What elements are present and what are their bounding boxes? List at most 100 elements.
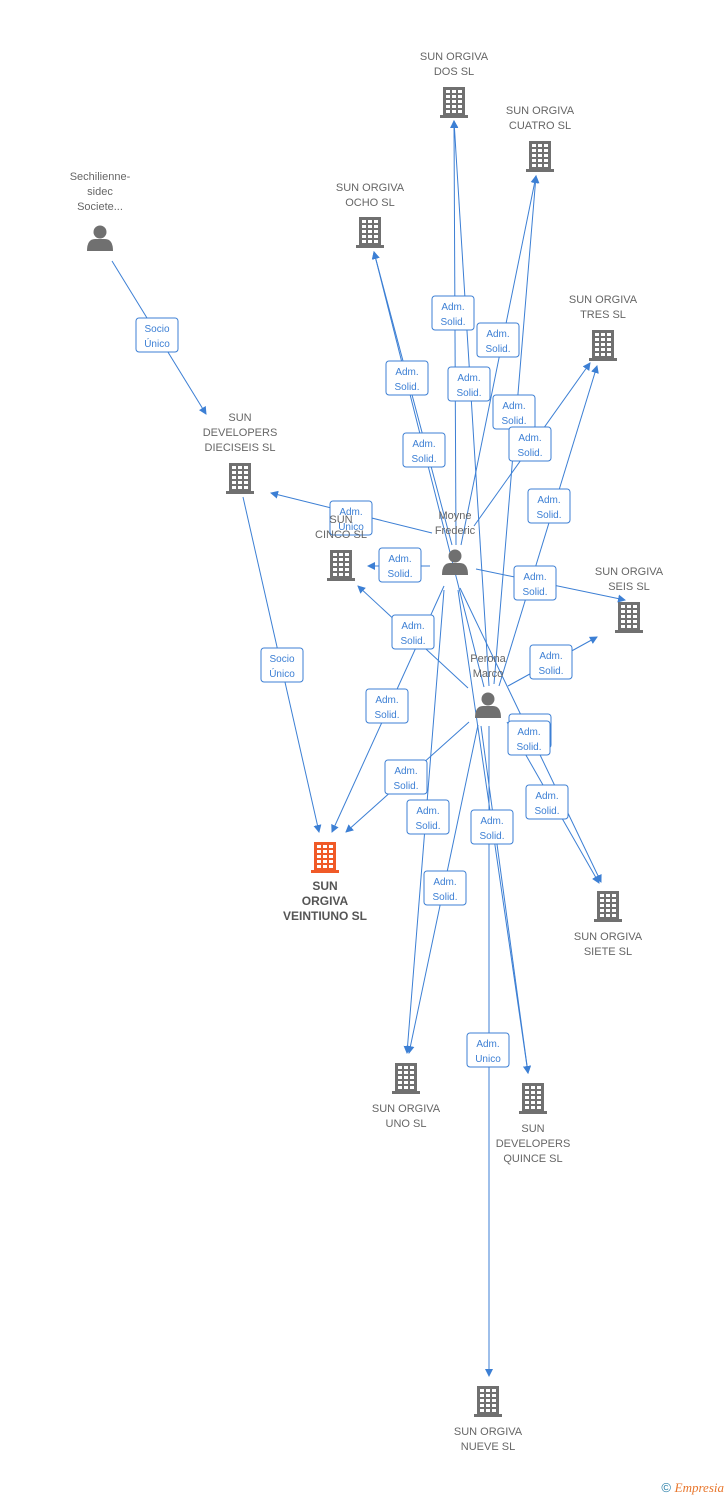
edge-label-text: Adm.: [394, 766, 417, 777]
node-label: SUN ORGIVA: [569, 294, 638, 306]
node-seis[interactable]: SUN ORGIVA SEIS SL: [595, 566, 664, 633]
edge-label-moyne-dieciseis[interactable]: Adm. Unico: [329, 500, 373, 536]
edge-label-moyne-ocho[interactable]: Adm.Solid.: [385, 360, 429, 396]
edge-label-text: Adm.: [476, 1039, 499, 1050]
edge-label-moyne-seis[interactable]: Adm.Solid.: [513, 565, 557, 601]
edge-label-text: Solid.: [374, 710, 399, 721]
node-label: DIECISEIS SL: [205, 442, 276, 454]
node-uno[interactable]: SUN ORGIVA UNO SL: [372, 1063, 441, 1130]
edge-label-perona-uno[interactable]: Adm.Solid.: [423, 870, 467, 906]
edge-perona-tres: [498, 365, 599, 687]
building-icon: [311, 842, 339, 873]
edge-label-box: [447, 366, 491, 402]
edge-label-moyne-cinco[interactable]: Adm.Solid.: [378, 547, 422, 583]
node-label: SEIS SL: [608, 581, 650, 593]
node-label: SUN ORGIVA: [574, 931, 643, 943]
node-label: Frederic: [435, 525, 476, 537]
edge-label-text: Adm.: [518, 433, 541, 444]
edge-label-box: [402, 432, 446, 468]
node-label: UNO SL: [386, 1118, 427, 1130]
building-icon: [440, 87, 468, 118]
edge-label-moyne-uno[interactable]: Adm.Solid.: [406, 799, 450, 835]
edge-label-text: Solid.: [400, 636, 425, 647]
edge-label-moyne-cuatro[interactable]: Adm.Solid.: [476, 322, 520, 358]
node-label: SUN: [228, 412, 251, 424]
edge-label-text: Adm.: [537, 495, 560, 506]
node-sechilienne[interactable]: Sechilienne-sidecSociete...: [70, 171, 131, 251]
node-label: VEINTIUNO SL: [283, 909, 367, 923]
edge-label-box: [260, 647, 304, 683]
edge-label-perona-veintiuno[interactable]: Adm. Solid.: [384, 759, 428, 795]
edge-label-moyne-veintiuno[interactable]: Adm.Solid.: [365, 688, 409, 724]
edge-label-text: Adm.: [395, 367, 418, 378]
edge-label-moyne-tres[interactable]: Adm.Solid.: [492, 394, 536, 430]
node-label: Moyne: [438, 510, 471, 522]
node-label: SUN ORGIVA: [595, 566, 664, 578]
node-label: SUN ORGIVA: [454, 1426, 523, 1438]
edge-label-box: [507, 720, 551, 756]
node-dos[interactable]: SUN ORGIVA DOS SL: [420, 51, 489, 118]
edge-label-text: Solid.: [393, 781, 418, 792]
edge-label-box: [406, 799, 450, 835]
edge-label-text: Único: [144, 337, 170, 350]
edge-label-perona-ocho[interactable]: Adm.Solid.: [402, 432, 446, 468]
edge-label-box: [525, 784, 569, 820]
edge-label-text: Solid.: [501, 416, 526, 427]
edge-label-text: Solid.: [517, 448, 542, 459]
node-label: ORGIVA: [302, 894, 349, 908]
edge-label-moyne-dos[interactable]: Adm.Solid.: [431, 295, 475, 331]
edge-label-perona-quince[interactable]: Adm.Solid.: [470, 809, 514, 845]
edge-label-perona-nueve[interactable]: Adm. Unico: [466, 1032, 510, 1068]
edge-label-perona-tres[interactable]: Adm.Solid.: [527, 488, 571, 524]
edge-label-perona-seis[interactable]: Adm.Solid.: [529, 644, 573, 680]
node-label: SUN: [312, 879, 337, 893]
node-label: NUEVE SL: [461, 1441, 515, 1453]
building-icon: [594, 891, 622, 922]
edge-label-box: [384, 759, 428, 795]
building-icon: [519, 1083, 547, 1114]
node-label: SUN ORGIVA: [420, 51, 489, 63]
edge-label-text: Solid.: [534, 806, 559, 817]
node-label: SIETE SL: [584, 946, 632, 958]
edge-perona-quince: [480, 725, 532, 1074]
edge-label-box: [513, 565, 557, 601]
edge-moyne-dos: [450, 120, 459, 546]
node-label: Societe...: [77, 201, 123, 213]
edge-label-moyne-quince[interactable]: Adm.Solid.: [507, 720, 551, 756]
edge-label-box: [508, 426, 552, 462]
node-label: SUN: [521, 1123, 544, 1135]
edge-label-perona-siete[interactable]: Adm.Solid.: [525, 784, 569, 820]
edge-label-perona-cuatro[interactable]: Adm. Solid.: [508, 426, 552, 462]
footer: © Empresia: [661, 1480, 724, 1496]
edge-label-text: Único: [269, 667, 295, 680]
edge-label-text: Unico: [475, 1054, 501, 1065]
node-label: QUINCE SL: [503, 1153, 562, 1165]
node-label: OCHO SL: [345, 197, 395, 209]
edge-label-text: Unico: [338, 522, 364, 533]
brand-logo[interactable]: Empresia: [674, 1480, 724, 1495]
node-nueve[interactable]: SUN ORGIVA NUEVE SL: [454, 1386, 523, 1453]
node-label: SUN ORGIVA: [372, 1103, 441, 1115]
edge-label-perona-dos[interactable]: Adm.Solid.: [447, 366, 491, 402]
edge-label-text: Adm.: [517, 727, 540, 738]
edge-label-text: Socio: [144, 324, 169, 335]
edge-label-box: [476, 322, 520, 358]
edge-label-perona-cinco[interactable]: Adm.Solid.: [391, 614, 435, 650]
node-label: Perona: [470, 653, 506, 665]
edge-label-text: Adm.: [339, 507, 362, 518]
node-label: DOS SL: [434, 66, 474, 78]
node-siete[interactable]: SUN ORGIVA SIETE SL: [574, 891, 643, 958]
edge-perona-dos: [450, 120, 490, 687]
